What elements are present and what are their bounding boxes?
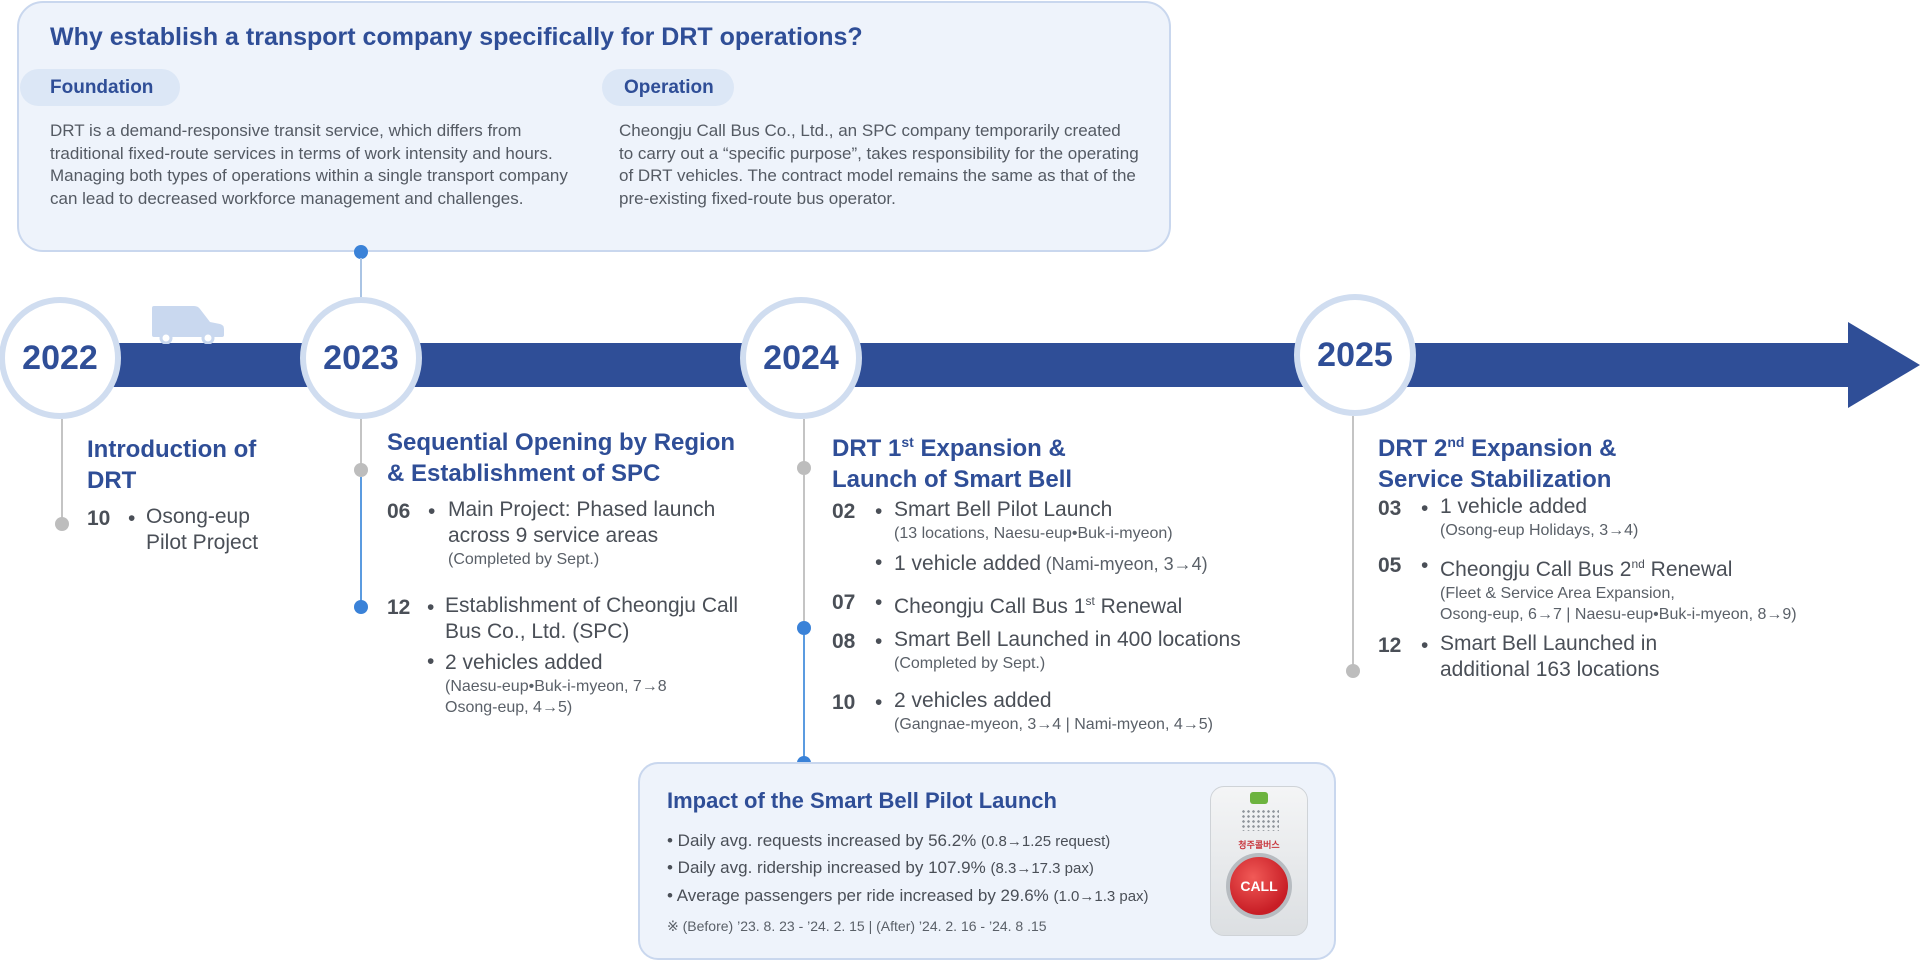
line-2024-lower [803,635,805,763]
timeline-arrow-head [1848,322,1920,408]
bullet-dot: • [128,507,136,530]
item-2025-05: Cheongju Call Bus 2nd Renewal (Fleet & S… [1440,557,1797,623]
item-2024-08: Smart Bell Launched in 400 locations (Co… [894,628,1241,672]
bullet-dot: • [1421,497,1429,520]
bullet-dot: • [427,596,435,619]
item-2025-12: Smart Bell Launched in additional 163 lo… [1440,632,1660,681]
month-2024-08: 08 [832,630,856,653]
item-2024-07: Cheongju Call Bus 1st Renewal [894,594,1183,618]
line-2023-lower [360,477,362,602]
operation-label: Operation [602,69,734,106]
line-2022 [61,419,63,523]
line-2025 [1352,416,1354,670]
bullet-dot: • [875,630,883,653]
bullet-dot: • [875,691,883,714]
impact-line-ridership: • Daily avg. ridership increased by 107.… [667,858,1094,877]
section-title-2025: DRT 2nd Expansion & Service Stabilizatio… [1378,434,1617,493]
connector-dot-top [354,245,368,259]
year-2022-circle: 2022 [0,297,121,419]
month-2022-10: 10 [87,507,111,530]
dot-2024-02 [797,461,811,475]
bullet-dot: • [875,500,883,523]
dot-2024-08 [797,621,811,635]
bullet-dot: • [428,500,436,523]
section-title-2022: Introduction of DRT [87,436,257,494]
section-title-2024: DRT 1st Expansion & Launch of Smart Bell [832,434,1073,493]
month-2024-07: 07 [832,591,856,614]
impact-title: Impact of the Smart Bell Pilot Launch [667,788,1057,813]
year-2025-circle: 2025 [1294,294,1416,416]
impact-line-passengers: • Average passengers per ride increased … [667,886,1149,905]
month-2023-12: 12 [387,596,411,619]
item-2024-02: Smart Bell Pilot Launch (13 locations, N… [894,498,1173,542]
call-button: CALL [1226,853,1292,919]
why-title: Why establish a transport company specif… [50,23,863,51]
connector-line-top [360,258,362,298]
foundation-label: Foundation [20,69,180,106]
foundation-text: DRT is a demand-responsive transit servi… [50,121,568,208]
line-2024-upper [803,419,805,469]
bullet-dot: • [1421,634,1429,657]
bullet-dot: • [1421,554,1429,577]
leaf-logo-icon [1250,792,1268,804]
dot-2023-12 [354,600,368,614]
month-2025-03: 03 [1378,497,1402,520]
speaker-grille [1241,809,1279,831]
month-2025-12: 12 [1378,634,1402,657]
item-2023-06: Main Project: Phased launch across 9 ser… [448,498,716,568]
item-2023-12-b: 2 vehicles added (Naesu-eup•Buk-i-myeon,… [445,651,667,716]
month-2024-10: 10 [832,691,856,714]
line-2024-mid [803,475,805,621]
month-2025-05: 05 [1378,554,1402,577]
why-info-box [17,1,1171,252]
item-2025-03: 1 vehicle added (Osong-eup Holidays, 3→4… [1440,495,1639,539]
item-2024-10: 2 vehicles added (Gangnae-myeon, 3→4 | N… [894,689,1213,733]
bullet-dot: • [875,591,883,614]
line-2023-upper [360,419,362,471]
item-2022-10: Osong-eup Pilot Project [146,505,259,554]
dot-2025-12 [1346,664,1360,678]
dot-2023-06 [354,463,368,477]
month-2024-02: 02 [832,500,856,523]
year-2024-circle: 2024 [740,297,862,419]
year-2023-circle: 2023 [300,297,422,419]
section-title-2023: Sequential Opening by Region & Establish… [387,429,736,487]
bullet-dot: • [427,650,435,673]
dot-2022-10 [55,517,69,531]
impact-line-requests: • Daily avg. requests increased by 56.2%… [667,831,1111,850]
impact-note: ※ (Before) ’23. 8. 23 - ’24. 2. 15 | (Af… [667,918,1047,934]
item-2024-02-b: 1 vehicle added (Nami-myeon, 3→4) [894,552,1208,575]
operation-text: Cheongju Call Bus Co., Ltd., an SPC comp… [619,121,1139,208]
bullet-dot: • [875,551,883,574]
month-2023-06: 06 [387,500,411,523]
device-brand: 청주콜버스 [1238,840,1280,850]
item-2023-12: Establishment of Cheongju Call Bus Co., … [445,594,738,643]
van-icon [152,306,224,344]
